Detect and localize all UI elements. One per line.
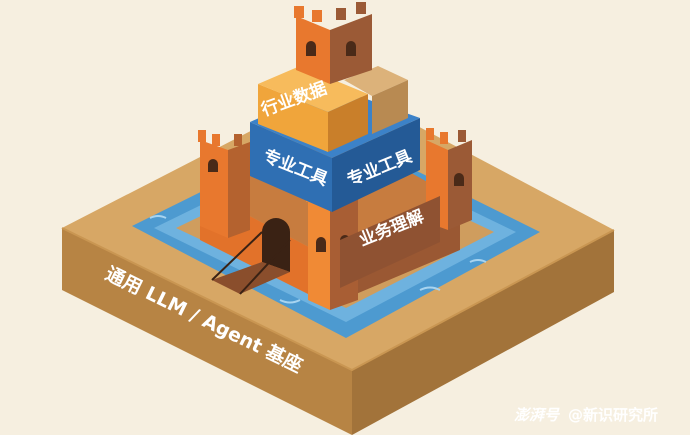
business-wall (340, 196, 440, 288)
left-tower (198, 130, 250, 238)
top-tower (294, 2, 372, 84)
watermark: 澎湃号 @新识研究所 (514, 406, 658, 424)
castle-gate (211, 218, 291, 295)
industry-data-block (258, 66, 408, 152)
watermark-platform: 澎湃号 (514, 406, 561, 424)
watermark-account: @新识研究所 (568, 406, 658, 424)
